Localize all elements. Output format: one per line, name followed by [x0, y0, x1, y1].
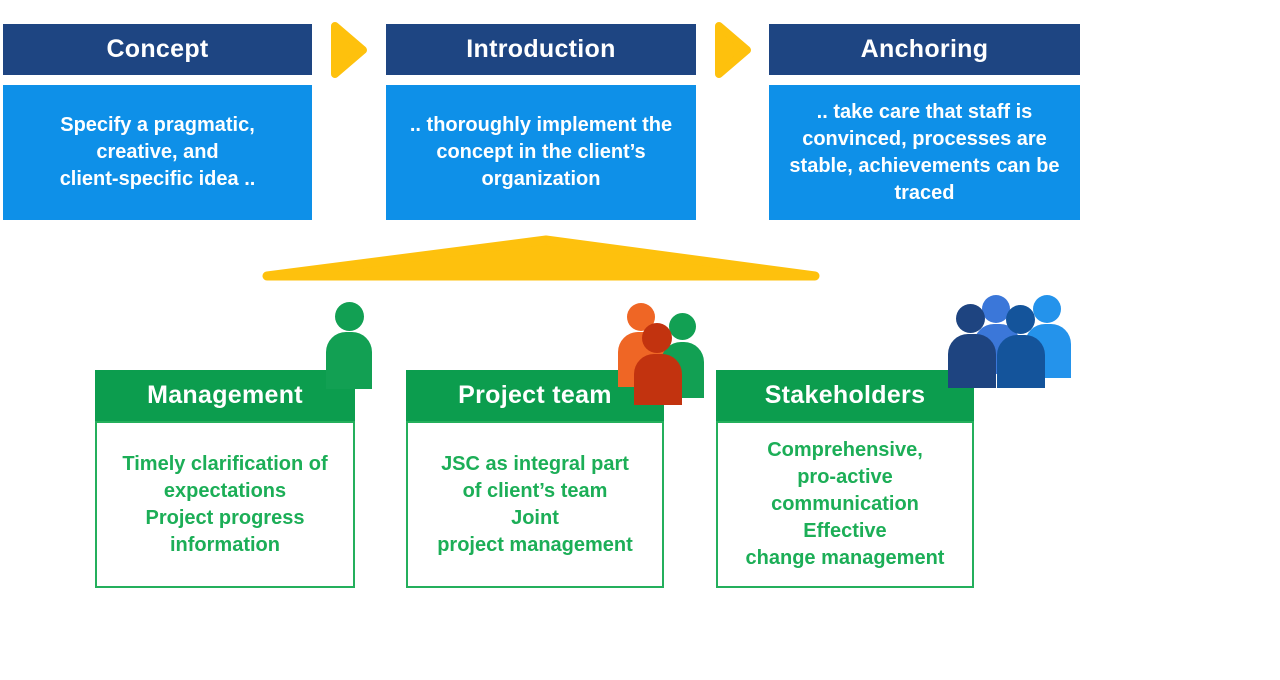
person-head — [1033, 295, 1061, 323]
flow-arrow-icon — [715, 22, 751, 78]
person-torso — [326, 332, 372, 389]
roof-triangle-icon — [262, 235, 820, 281]
flow-arrow-icon — [331, 22, 367, 78]
stage-description-anchoring: .. take care that staff is convinced, pr… — [769, 85, 1080, 220]
person-torso — [948, 334, 996, 388]
person-head — [335, 302, 364, 331]
person-torso — [997, 335, 1045, 388]
team-points-management: Timely clarification of expectations Pro… — [95, 421, 355, 588]
person-torso — [634, 354, 682, 405]
person-head — [956, 304, 985, 333]
team-header-project-team: Project team — [406, 370, 664, 421]
stage-header-anchoring: Anchoring — [769, 24, 1080, 75]
stage-header-concept: Concept — [3, 24, 312, 75]
stage-description-concept: Specify a pragmatic, creative, and clien… — [3, 85, 312, 220]
stage-header-introduction: Introduction — [386, 24, 696, 75]
stage-description-introduction: .. thoroughly implement the concept in t… — [386, 85, 696, 220]
team-header-management: Management — [95, 370, 355, 421]
person-head — [1006, 305, 1035, 334]
person-head — [669, 313, 696, 340]
person-head — [982, 295, 1010, 323]
person-head — [642, 323, 672, 353]
team-points-stakeholders: Comprehensive, pro-active communication … — [716, 421, 974, 588]
team-header-stakeholders: Stakeholders — [716, 370, 974, 421]
team-points-project-team: JSC as integral part of client’s team Jo… — [406, 421, 664, 588]
